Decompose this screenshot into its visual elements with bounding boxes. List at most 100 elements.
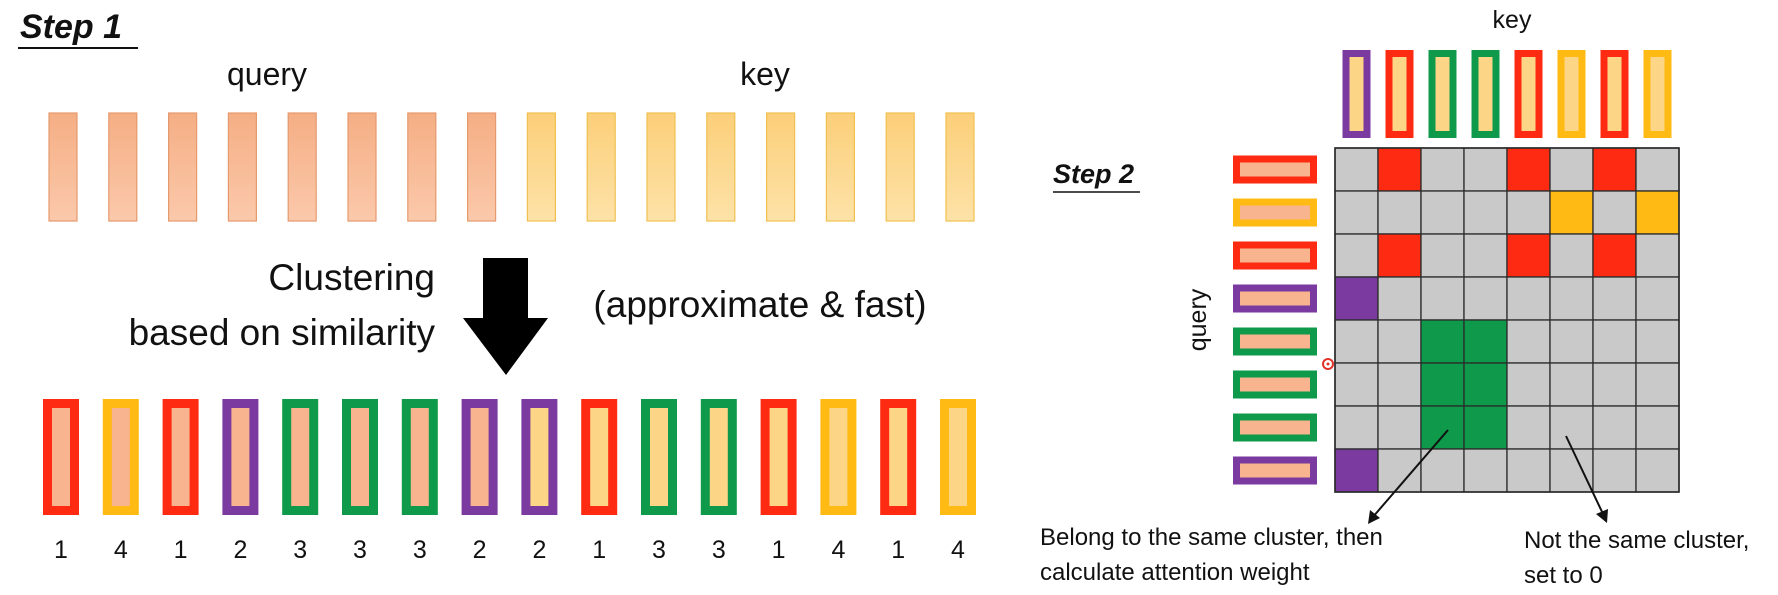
matrix-cell-active xyxy=(1420,319,1465,364)
matrix-cell-zero xyxy=(1635,405,1680,450)
step2-key-token-inner xyxy=(1650,57,1665,131)
cursor-indicator-dot xyxy=(1326,362,1330,366)
query-token xyxy=(407,112,437,222)
matrix-cell-zero xyxy=(1549,147,1594,192)
matrix-cell-zero xyxy=(1549,319,1594,364)
matrix-cell-zero xyxy=(1334,405,1379,450)
matrix-cell-zero xyxy=(1463,233,1508,278)
step2-query-token-inner xyxy=(1240,334,1310,349)
matrix-cell-zero xyxy=(1334,319,1379,364)
matrix-border xyxy=(1334,147,1680,493)
cluster-number-label: 3 xyxy=(353,536,367,564)
matrix-cell-zero xyxy=(1334,147,1379,192)
cluster-number-label: 4 xyxy=(114,536,128,564)
clustered-token-inner xyxy=(470,408,489,506)
cluster-number-label: 3 xyxy=(413,536,427,564)
matrix-cell-zero xyxy=(1549,276,1594,321)
matrix-cell-zero xyxy=(1506,362,1551,407)
cluster-number-label: 2 xyxy=(473,536,487,564)
clustered-token-inner xyxy=(590,408,609,506)
query-token xyxy=(168,112,198,222)
query-token xyxy=(108,112,138,222)
down-arrow-icon xyxy=(463,258,548,375)
clustered-token-inner xyxy=(410,408,429,506)
step2-query-token-inner xyxy=(1240,291,1310,306)
matrix-cell-zero xyxy=(1334,233,1379,278)
cluster-number-label: 3 xyxy=(293,536,307,564)
matrix-cell-zero xyxy=(1463,276,1508,321)
matrix-cell-zero xyxy=(1334,190,1379,235)
matrix-cell-active xyxy=(1377,233,1422,278)
step1-title: Step 1 xyxy=(20,8,122,46)
matrix-cell-zero xyxy=(1549,233,1594,278)
matrix-cell-active xyxy=(1420,405,1465,450)
matrix-cell-zero xyxy=(1506,448,1551,493)
step2-query-token-inner xyxy=(1240,162,1310,177)
matrix-cell-zero xyxy=(1592,276,1637,321)
note-not-same-line1: Not the same cluster, xyxy=(1524,527,1749,554)
step1-clustered-tokens xyxy=(43,399,976,515)
step2-key-token-inner xyxy=(1478,57,1493,131)
matrix-cell-zero xyxy=(1463,448,1508,493)
cluster-number-label: 2 xyxy=(233,536,247,564)
query-token xyxy=(287,112,317,222)
cluster-number-label: 4 xyxy=(831,536,845,564)
clustered-token-inner xyxy=(889,408,908,506)
matrix-cell-zero xyxy=(1592,405,1637,450)
query-token xyxy=(467,112,497,222)
clustering-label-line2: based on similarity xyxy=(129,312,436,353)
matrix-cell-zero xyxy=(1549,448,1594,493)
cluster-number-label: 4 xyxy=(951,536,965,564)
matrix-cell-zero xyxy=(1420,448,1465,493)
cluster-number-label: 2 xyxy=(532,536,546,564)
step2-query-label: query xyxy=(1184,288,1212,351)
clustered-token-inner xyxy=(52,408,70,506)
matrix-cell-zero xyxy=(1635,147,1680,192)
key-token xyxy=(526,112,557,222)
matrix-cell-zero xyxy=(1420,147,1465,192)
step1-raw-tokens xyxy=(48,112,975,222)
attention-matrix xyxy=(1334,147,1680,493)
matrix-cell-zero xyxy=(1377,362,1422,407)
cluster-number-label: 1 xyxy=(891,536,905,564)
matrix-cell-active xyxy=(1334,448,1379,493)
clustered-token-inner xyxy=(530,408,549,506)
cluster-number-label: 3 xyxy=(652,536,666,564)
matrix-cell-active xyxy=(1463,319,1508,364)
clustered-token-inner xyxy=(111,408,130,506)
step2-key-tokens xyxy=(1342,50,1672,138)
query-token xyxy=(227,112,257,222)
matrix-cell-zero xyxy=(1420,190,1465,235)
query-token xyxy=(347,112,377,222)
key-token xyxy=(586,112,616,222)
step1-key-label: key xyxy=(740,56,790,92)
matrix-cell-zero xyxy=(1635,233,1680,278)
step2-key-token-inner xyxy=(1564,57,1579,131)
matrix-cell-zero xyxy=(1377,405,1422,450)
step2-query-token-inner xyxy=(1240,463,1310,478)
step2-key-token-inner xyxy=(1392,57,1407,131)
cluster-number-label: 1 xyxy=(592,536,606,564)
clustered-token-inner xyxy=(171,408,190,506)
step2-query-token-inner xyxy=(1240,377,1310,392)
arrow-same-cluster-head xyxy=(1368,510,1380,524)
key-token xyxy=(825,112,856,222)
note-not-same-line2: set to 0 xyxy=(1524,562,1603,589)
matrix-cell-zero xyxy=(1549,405,1594,450)
step2-key-token-inner xyxy=(1521,57,1536,131)
query-token xyxy=(48,112,78,222)
step2-key-token-inner xyxy=(1435,57,1450,131)
cursor-indicator xyxy=(1322,358,1334,370)
step1-query-label: query xyxy=(227,56,307,92)
key-token xyxy=(765,112,796,222)
matrix-cell-zero xyxy=(1463,147,1508,192)
matrix-cell-zero xyxy=(1334,362,1379,407)
matrix-cell-active xyxy=(1463,362,1508,407)
matrix-cell-active xyxy=(1463,405,1508,450)
step2-query-token-inner xyxy=(1240,420,1310,435)
matrix-cell-active xyxy=(1635,190,1680,235)
matrix-cell-active xyxy=(1592,233,1637,278)
matrix-cell-zero xyxy=(1635,362,1680,407)
